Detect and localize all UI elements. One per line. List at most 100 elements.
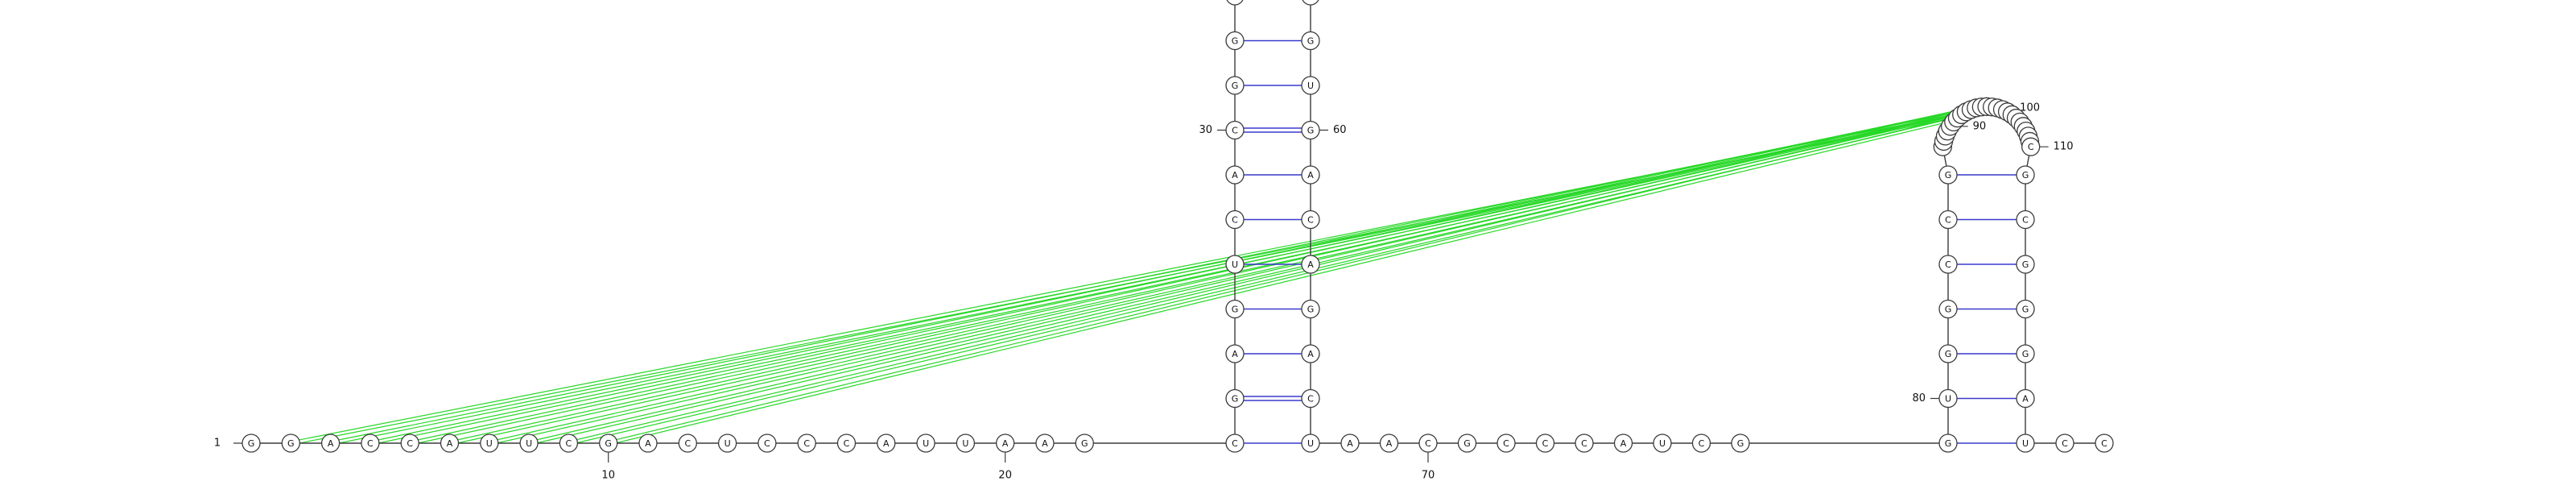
nucleotide-letter: G [1945, 349, 1952, 359]
nucleotide-letter: A [1307, 259, 1314, 270]
nucleotide: A [1225, 165, 1245, 185]
nucleotide-circle [1225, 31, 1245, 51]
nucleotide: U [717, 434, 737, 453]
position-label: 110 [2054, 141, 2074, 153]
nucleotide-letter: G [2022, 305, 2029, 315]
nucleotide-circle [956, 434, 976, 453]
nucleotide: G [1938, 344, 1958, 363]
nucleotide-letter: C [1945, 215, 1951, 226]
pseudoknot-line [568, 112, 1962, 442]
nucleotide-letter: A [1386, 438, 1393, 449]
nucleotide-circle [916, 434, 935, 453]
nucleotide-letter: C [1425, 438, 1431, 449]
nucleotide-circle [2095, 434, 2114, 453]
nucleotide-letter: G [1081, 438, 1088, 449]
nucleotide: G [2016, 299, 2035, 319]
nucleotide-letter: C [2022, 215, 2029, 226]
nucleotide-circle [559, 434, 579, 453]
nucleotide: C [1225, 120, 1245, 140]
nucleotide: G [1938, 165, 1958, 185]
nucleotide-circle [1938, 299, 1958, 319]
nucleotide-letter: A [1307, 170, 1314, 180]
nucleotide-circle [1301, 388, 1320, 409]
nucleotide-circle [1302, 0, 1319, 6]
nucleotide-letter: C [1581, 438, 1587, 449]
nucleotide: U [916, 434, 935, 453]
nucleotide: A [638, 434, 658, 453]
nucleotide: U [1938, 388, 1958, 409]
nucleotide-letter: A [883, 438, 890, 449]
nucleotide: A [440, 434, 460, 453]
nucleotide-letter: G [2022, 170, 2029, 180]
pseudoknot-line [489, 110, 1971, 446]
nucleotide-circle [361, 434, 380, 453]
nucleotide-letter: C [1699, 438, 1705, 449]
nucleotide: G [599, 434, 618, 453]
nucleotide: C [1691, 434, 1711, 453]
nucleotide-circle [996, 434, 1015, 453]
nucleotide-circle [1035, 434, 1055, 453]
nucleotide-letter: G [1232, 81, 1239, 91]
nucleotide: U [956, 434, 976, 453]
nucleotide: C [1938, 255, 1958, 274]
nucleotide-letter: C [1307, 0, 1314, 2]
nucleotide-circle [1301, 255, 1320, 274]
nucleotide: C [797, 434, 816, 453]
nucleotide: G [1225, 388, 1245, 409]
nucleotide: U [1653, 434, 1672, 453]
nucleotide: C [1301, 210, 1320, 230]
nucleotide: G [1226, 0, 1244, 6]
nucleotide: G [1225, 31, 1245, 51]
nucleotide-circle [1075, 434, 1094, 453]
nucleotide: A [1301, 255, 1320, 274]
nucleotide-circle [2016, 165, 2035, 185]
position-label: 1 [214, 438, 221, 450]
nucleotide-circle [519, 434, 539, 453]
nucleotide-circle [797, 434, 816, 453]
position-label: 10 [601, 470, 615, 482]
nucleotide-letter: C [1232, 215, 1238, 226]
nucleotide-letter: A [1002, 438, 1009, 449]
nucleotide-circle [1225, 120, 1245, 140]
pseudoknot-line [449, 106, 1976, 442]
nucleotide-circle [1225, 76, 1245, 95]
pseudoknot-line [410, 105, 1982, 442]
nucleotide-letter: C [1503, 438, 1509, 449]
nucleotide: A [1613, 434, 1633, 453]
nucleotide-circle [1340, 434, 1360, 453]
nucleotide-circle [1301, 434, 1320, 453]
nucleotide-letter: C [2028, 142, 2034, 152]
nucleotide-letter: U [1659, 438, 1666, 449]
nucleotide: A [1035, 434, 1055, 453]
nucleotide: A [1340, 434, 1360, 453]
nucleotide-letter: C [1232, 126, 1238, 136]
nucleotide-circle [1653, 434, 1672, 453]
nucleotide: U [1225, 255, 1245, 274]
position-label: 90 [1973, 120, 1987, 132]
position-label: 30 [1199, 124, 1212, 136]
nucleotide: A [1301, 344, 1320, 363]
nucleotide: C [1225, 210, 1245, 230]
nucleotide: G [2016, 255, 2035, 274]
nucleotide-letter: G [1737, 438, 1744, 449]
nucleotide-letter: A [447, 438, 453, 449]
nucleotide: C [2021, 137, 2041, 156]
nucleotide-circle [2021, 137, 2041, 156]
position-label: 60 [1333, 124, 1347, 136]
nucleotide: A [1379, 434, 1399, 453]
nucleotide-letter: G [248, 438, 255, 449]
nucleotide-letter: C [2101, 438, 2107, 449]
base-pairs [1235, 39, 2025, 444]
nucleotide-letter: U [1307, 438, 1314, 449]
nucleotide-circle [1226, 0, 1244, 6]
nucleotide: U [1301, 76, 1320, 95]
nucleotide-letter: G [287, 438, 295, 449]
nucleotide: C [2055, 434, 2074, 453]
nucleotide-letter: A [1307, 349, 1314, 359]
nucleotide-circle [2055, 434, 2074, 453]
nucleotide-circle [1225, 388, 1245, 409]
nucleotide: G [1938, 434, 1958, 453]
nucleotide-circle [1225, 165, 1245, 185]
nucleotide-circle [1225, 344, 1245, 363]
nucleotide: C [1575, 434, 1594, 453]
